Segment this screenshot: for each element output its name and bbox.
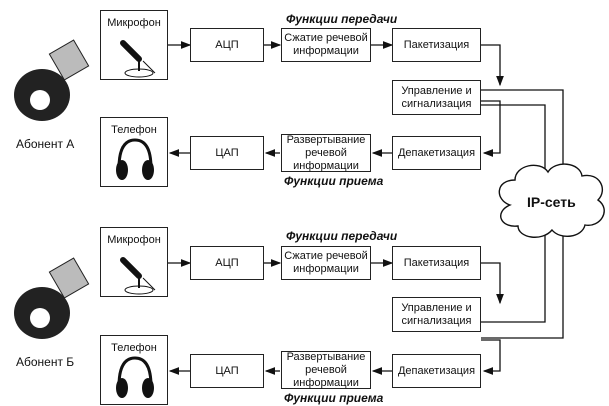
- microphone-label: Микрофон: [107, 17, 161, 29]
- microphone-b: Микрофон: [100, 227, 168, 297]
- arrow: [481, 262, 504, 305]
- headphones-icon: [116, 138, 154, 180]
- telephone-b: Телефон: [100, 335, 168, 405]
- tx-heading-a: Функции передачи: [286, 12, 398, 26]
- arrow: [481, 339, 501, 375]
- packetization-block-a: Пакетизация: [392, 28, 481, 62]
- telephone-a: Телефон: [100, 117, 168, 187]
- expansion-block-a: Развертывание речевой информации: [281, 134, 371, 172]
- compression-block-a: Сжатие речевой информации: [281, 28, 371, 62]
- expansion-block-b: Развертывание речевой информации: [281, 351, 371, 389]
- compression-block-b: Сжатие речевой информации: [281, 246, 371, 280]
- microphone-icon: [120, 257, 156, 295]
- ip-network-cloud: [498, 163, 605, 238]
- depacketization-block-b: Депакетизация: [392, 354, 481, 388]
- tx-heading-b: Функции передачи: [286, 229, 398, 243]
- rx-heading-a: Функции приема: [284, 174, 384, 188]
- adc-block-a: АЦП: [190, 28, 264, 62]
- link-line: [481, 89, 564, 176]
- subscriber-a-figure: [14, 39, 90, 121]
- dac-block-a: ЦАП: [190, 136, 264, 170]
- telephone-label: Телефон: [111, 124, 157, 136]
- link-line: [481, 230, 546, 323]
- microphone-a: Микрофон: [100, 10, 168, 80]
- rx-heading-b: Функции приема: [284, 391, 384, 405]
- ip-network-label: IP-сеть: [527, 194, 576, 210]
- microphone-label: Микрофон: [107, 234, 161, 246]
- subscriber-b-label: Абонент Б: [16, 355, 75, 369]
- link-line: [481, 104, 546, 170]
- packetization-block-b: Пакетизация: [392, 246, 481, 280]
- arrow: [481, 44, 504, 87]
- control-block-a: Управление и сигнализация: [392, 80, 481, 115]
- adc-block-b: АЦП: [190, 246, 264, 280]
- subscriber-b-figure: [14, 257, 90, 339]
- headphones-icon: [116, 356, 154, 398]
- control-block-b: Управление и сигнализация: [392, 297, 481, 332]
- subscriber-a-label: Абонент А: [16, 137, 75, 151]
- microphone-icon: [120, 40, 156, 78]
- arrow: [481, 100, 501, 157]
- telephone-label: Телефон: [111, 342, 157, 354]
- link-line: [481, 232, 564, 339]
- dac-block-b: ЦАП: [190, 354, 264, 388]
- depacketization-block-a: Депакетизация: [392, 136, 481, 170]
